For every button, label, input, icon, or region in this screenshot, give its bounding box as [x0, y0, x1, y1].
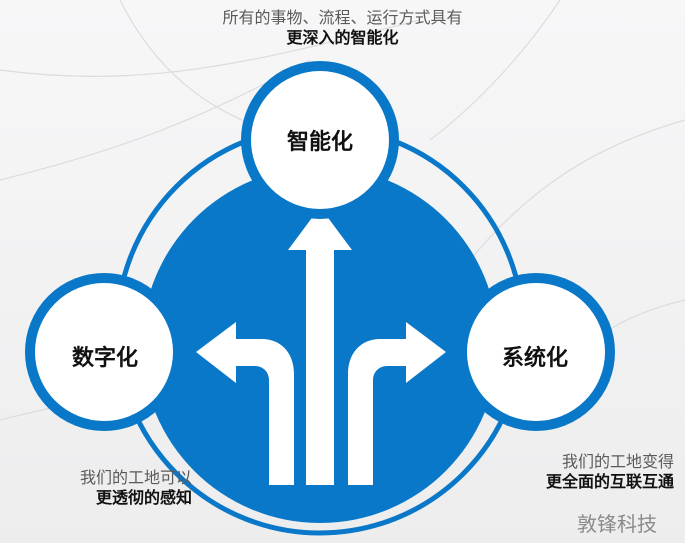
right-arrow: [348, 322, 446, 485]
node-right-label: 系统化: [501, 346, 568, 371]
caption-top-line2: 更深入的智能化: [286, 28, 399, 47]
node-left-circle: [25, 273, 183, 431]
up-arrow: [288, 207, 352, 485]
node-top-label: 智能化: [286, 130, 353, 155]
caption-right-line1: 我们的工地变得: [561, 452, 674, 471]
caption-left: 我们的工地可以 更透彻的感知: [32, 468, 192, 508]
caption-right: 我们的工地变得 更全面的互联互通: [460, 452, 674, 492]
arrows-icon: [196, 207, 446, 485]
caption-left-line2: 更透彻的感知: [95, 488, 192, 507]
node-top-circle: [241, 61, 399, 219]
watermark: 敦锋科技: [577, 512, 657, 536]
caption-right-line2: 更全面的互联互通: [545, 472, 674, 491]
caption-top-line1: 所有的事物、流程、运行方式具有: [222, 8, 463, 27]
node-left-label: 数字化: [71, 346, 138, 371]
caption-top: 所有的事物、流程、运行方式具有 更深入的智能化: [0, 8, 685, 48]
left-arrow: [196, 322, 294, 485]
node-right-circle: [457, 273, 615, 431]
caption-left-line1: 我们的工地可以: [79, 468, 192, 487]
